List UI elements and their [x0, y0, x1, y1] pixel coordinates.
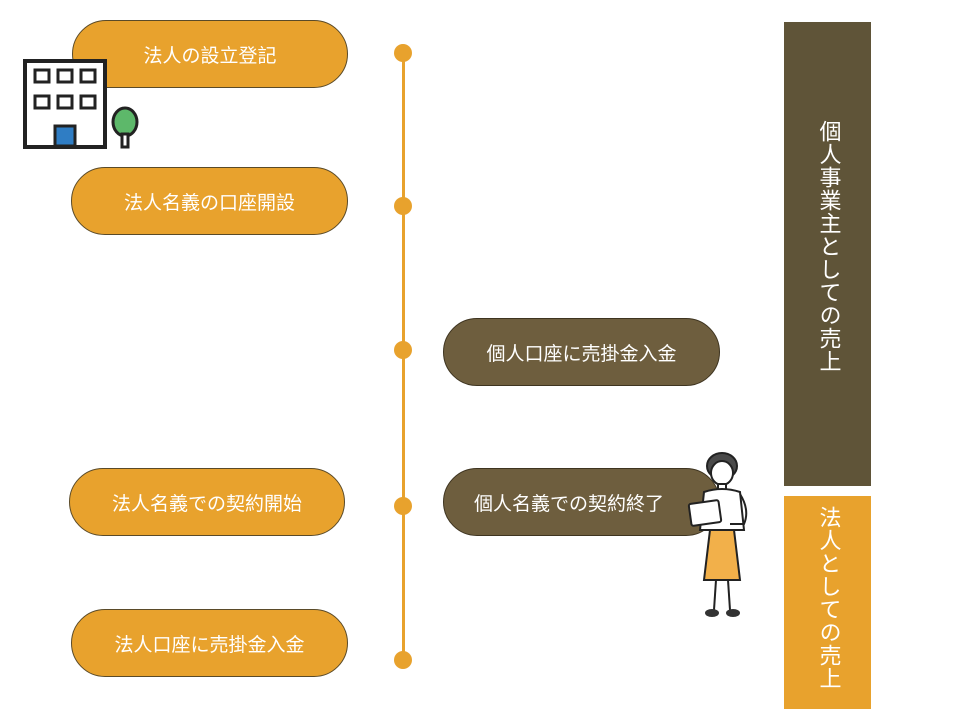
timeline-dot: [394, 197, 412, 215]
tree-icon: [111, 106, 139, 149]
corporate-sales-bar: 法人としての売上: [784, 496, 871, 709]
individual-sales-label: 個人事業主としての売上: [815, 120, 841, 373]
office-building-icon: [23, 59, 107, 149]
step-label: 法人の設立登記: [143, 44, 277, 67]
corporate-sales-label: 法人としての売上: [815, 506, 841, 690]
step-corporate-contract-start: 法人名義での契約開始: [69, 468, 345, 536]
timeline-dot: [394, 44, 412, 62]
step-personal-receivable-deposit: 個人口座に売掛金入金: [443, 318, 720, 386]
woman-with-tablet-icon: [687, 452, 748, 617]
step-corporate-registration: 法人の設立登記: [72, 20, 348, 88]
step-label: 法人名義での契約開始: [111, 492, 302, 515]
individual-sales-bar: 個人事業主としての売上: [784, 22, 871, 486]
step-corporate-receivable-deposit: 法人口座に売掛金入金: [71, 609, 348, 677]
step-label: 個人口座に売掛金入金: [486, 342, 677, 365]
timeline-dot: [394, 341, 412, 359]
step-label: 法人名義の口座開設: [123, 191, 295, 214]
timeline-dot: [394, 497, 412, 515]
step-label: 個人名義での契約終了: [474, 492, 665, 515]
step-corporate-account-opening: 法人名義の口座開設: [71, 167, 348, 235]
timeline-dot: [394, 651, 412, 669]
step-label: 法人口座に売掛金入金: [114, 633, 305, 656]
step-personal-contract-end: 個人名義での契約終了: [443, 468, 720, 536]
